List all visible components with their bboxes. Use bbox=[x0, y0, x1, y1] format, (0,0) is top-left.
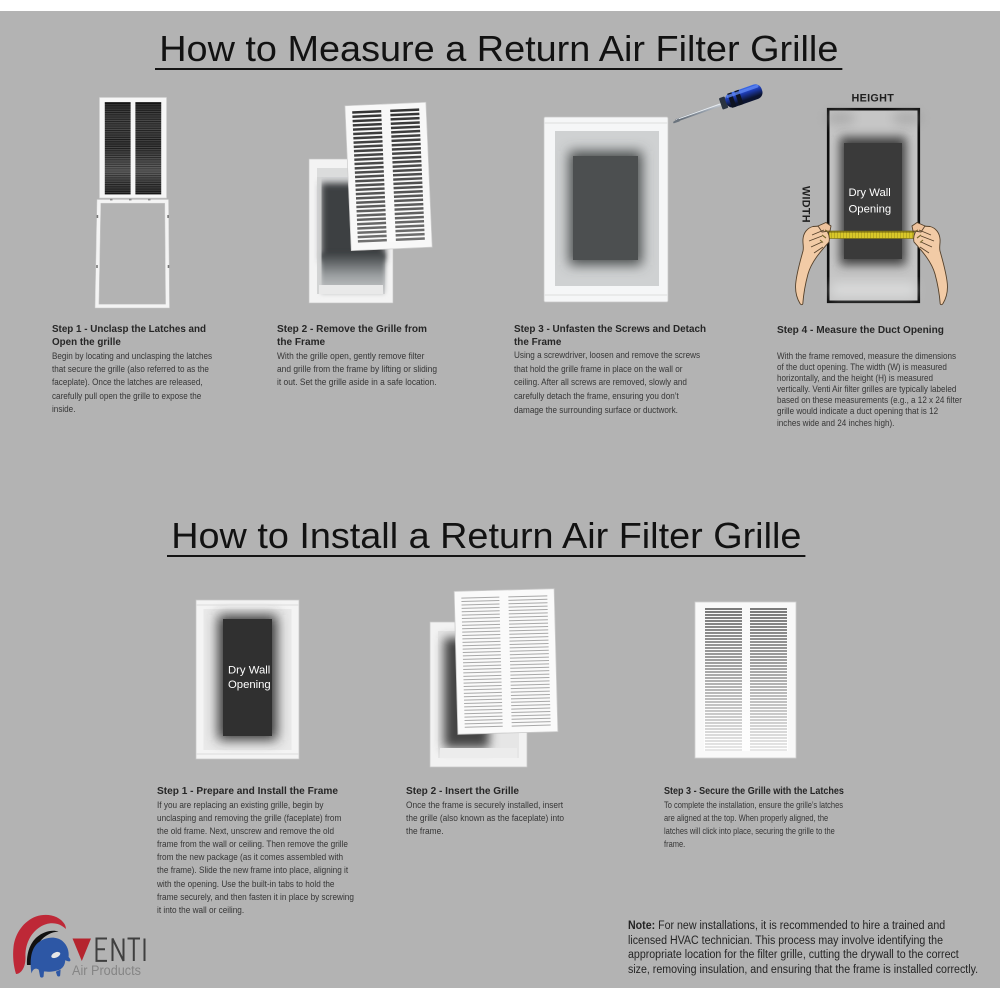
svg-text:Opening: Opening bbox=[849, 204, 892, 216]
svg-text:HEIGHT: HEIGHT bbox=[852, 93, 895, 105]
svg-text:Dry Wall: Dry Wall bbox=[849, 187, 891, 199]
svg-text:WIDTH: WIDTH bbox=[800, 186, 812, 223]
svg-text:Dry Wall: Dry Wall bbox=[228, 665, 270, 677]
svg-text:Air Products: Air Products bbox=[72, 963, 141, 978]
svg-text:Opening: Opening bbox=[228, 679, 271, 691]
